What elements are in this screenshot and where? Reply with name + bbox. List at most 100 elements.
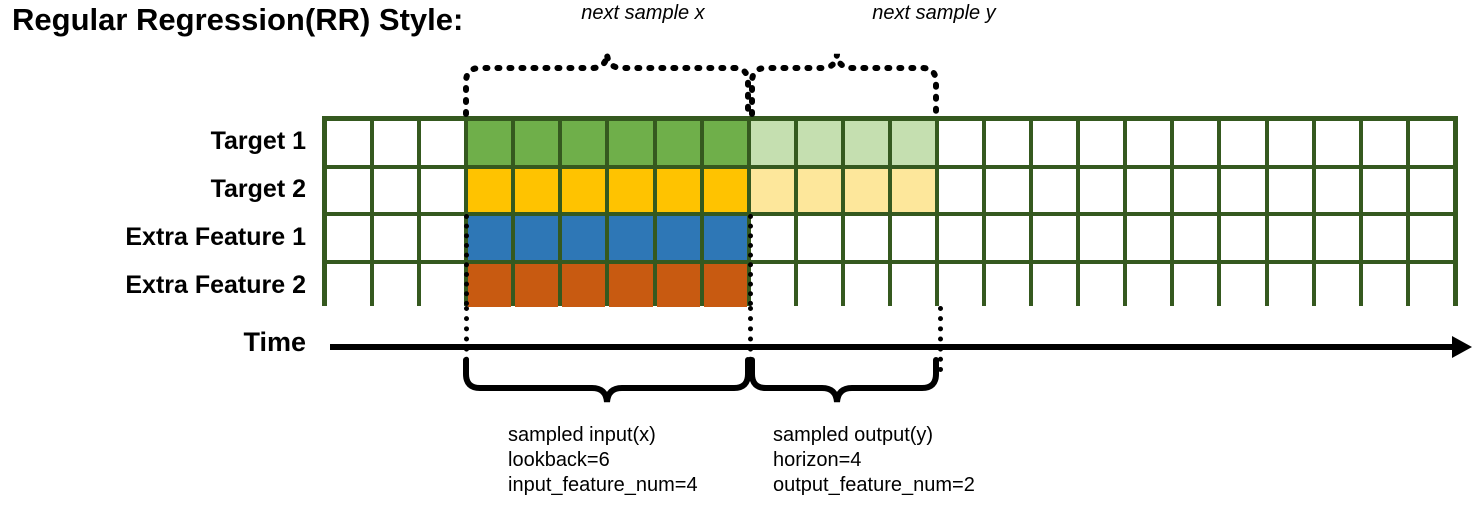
grid-cell-input (515, 216, 559, 260)
grid-cell-blank (844, 263, 888, 307)
grid-cell-blank (1315, 216, 1359, 260)
grid-cell-input (515, 263, 559, 307)
grid-cell-blank (1221, 216, 1265, 260)
grid-cell-input (562, 121, 606, 165)
grid-cell-input (468, 121, 512, 165)
row-label-extra-feature-1: Extra Feature 1 (125, 223, 306, 251)
grid-cell-blank (1080, 216, 1124, 260)
time-axis-arrowhead (1452, 336, 1472, 358)
grid-cell-blank (1174, 263, 1218, 307)
guide-input-start-upper (464, 214, 469, 306)
grid-cell-blank (421, 216, 465, 260)
grid-cell-input (562, 263, 606, 307)
grid-cell-output (797, 121, 841, 165)
grid-cell-input (656, 168, 700, 212)
grid-cell-blank (1033, 263, 1077, 307)
grid-cell-blank (1080, 168, 1124, 212)
grid-cell-blank (1409, 216, 1453, 260)
grid-row (325, 214, 1455, 262)
caption-sampled-output-line3: output_feature_num=2 (773, 474, 975, 496)
grid-cell-blank (1315, 121, 1359, 165)
caption-next-sample-x: next sample x (581, 2, 705, 24)
grid-cell-blank (1409, 121, 1453, 165)
guide-input-end-upper (748, 214, 753, 306)
grid-cell-blank (797, 216, 841, 260)
grid-cell-blank (1127, 121, 1171, 165)
grid-cell-input (703, 121, 747, 165)
caption-sampled-output-line2: horizon=4 (773, 449, 862, 471)
grid-cell-blank (939, 216, 983, 260)
grid-cell-blank (986, 216, 1030, 260)
caption-sampled-input-line2: lookback=6 (508, 449, 610, 471)
grid-cell-input (656, 121, 700, 165)
brace-sampled-input (463, 357, 751, 403)
grid-cell-input (609, 216, 653, 260)
row-label-target-2: Target 2 (210, 175, 306, 203)
grid-cell-blank (1315, 263, 1359, 307)
caption-sampled-input: sampled input(x) lookback=6 input_featur… (508, 423, 698, 498)
grid-cell-blank (1174, 216, 1218, 260)
grid-cell-output (797, 168, 841, 212)
grid-cell-blank (1362, 263, 1406, 307)
guide-input-start (464, 306, 469, 372)
caption-next-sample-y: next sample y (872, 2, 996, 24)
grid-cell-input (562, 216, 606, 260)
grid-cell-input (703, 168, 747, 212)
grid-cell-input (609, 121, 653, 165)
row-label-target-1: Target 1 (210, 127, 306, 155)
grid-cell-output (844, 121, 888, 165)
grid-cell-blank (374, 263, 418, 307)
caption-sampled-input-line3: input_feature_num=4 (508, 474, 698, 496)
grid-cell-blank (986, 263, 1030, 307)
grid-cell-blank (844, 216, 888, 260)
brace-next-sample-x (463, 53, 751, 117)
grid-cell-input (656, 216, 700, 260)
page-title: Regular Regression(RR) Style: (12, 2, 464, 37)
time-axis-line (330, 344, 1460, 350)
grid-cell-output (844, 168, 888, 212)
grid-cell-output (750, 121, 794, 165)
grid-row (325, 119, 1455, 167)
caption-sampled-output: sampled output(y) horizon=4 output_featu… (773, 423, 975, 498)
grid-cell-blank (1268, 263, 1312, 307)
grid-cell-blank (797, 263, 841, 307)
grid-cell-blank (1127, 263, 1171, 307)
grid-cell-blank (750, 216, 794, 260)
grid-cell-blank (1268, 168, 1312, 212)
grid-cell-blank (1315, 168, 1359, 212)
grid-cell-blank (891, 263, 936, 307)
time-axis-label: Time (243, 327, 306, 357)
grid-cell-blank (939, 121, 983, 165)
grid-cell-blank (374, 168, 418, 212)
grid-cell-blank (1127, 216, 1171, 260)
caption-sampled-output-line1: sampled output(y) (773, 424, 934, 446)
grid-cell-blank (421, 168, 465, 212)
grid-cell-blank (1080, 263, 1124, 307)
grid-cell-blank (421, 263, 465, 307)
grid-cell-input (703, 263, 747, 307)
grid-cell-input (703, 216, 747, 260)
grid-cell-input (562, 168, 606, 212)
grid-cell-blank (374, 121, 418, 165)
grid-cell-blank (891, 216, 936, 260)
grid-row (325, 167, 1455, 215)
grid-cell-blank (1033, 121, 1077, 165)
timeseries-grid (322, 116, 1458, 307)
grid-cell-input (515, 121, 559, 165)
grid-cell-blank (939, 168, 983, 212)
grid-cell-input (609, 168, 653, 212)
grid-cell-blank (1033, 168, 1077, 212)
grid-cell-input (515, 168, 559, 212)
grid-cell-input (609, 263, 653, 307)
grid-cell-blank (1362, 168, 1406, 212)
grid-cell-blank (1362, 216, 1406, 260)
grid-cell-blank (1174, 121, 1218, 165)
grid-cell-blank (327, 121, 371, 165)
grid-cell-blank (421, 121, 465, 165)
grid-cell-blank (327, 168, 371, 212)
grid-cell-input (468, 216, 512, 260)
grid-cell-blank (1268, 121, 1312, 165)
grid-cell-output (891, 121, 936, 165)
grid-cell-blank (1268, 216, 1312, 260)
